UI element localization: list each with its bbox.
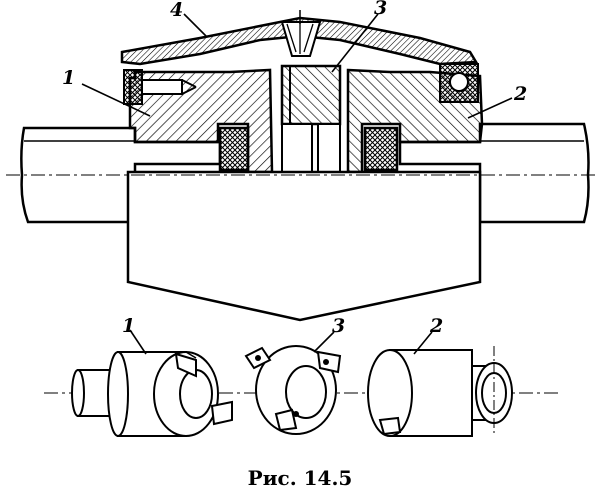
seal-right [439, 63, 479, 103]
lower-housing [126, 170, 482, 322]
section-view: 1 2 3 4 [6, 0, 596, 322]
exploded-callout-3: 3 [332, 315, 345, 337]
callout-4: 4 [170, 0, 183, 21]
exploded-leader-lines [129, 329, 433, 355]
exploded-view: 1 3 2 [44, 315, 560, 437]
exploded-callout-1: 1 [122, 315, 135, 337]
exploded-callout-2: 2 [429, 315, 443, 337]
callout-3: 3 [374, 0, 387, 19]
bushing-right [363, 126, 399, 172]
part-2-half-coupling [367, 346, 513, 437]
left-shaft [20, 126, 222, 224]
part-1-half-coupling [71, 351, 233, 437]
callout-1: 1 [62, 67, 75, 89]
part-3-insert [244, 345, 342, 435]
figure-caption: Рис. 14.5 [248, 466, 353, 490]
callout-2: 2 [513, 83, 527, 105]
leader-lines [81, 13, 513, 119]
seal-left [123, 69, 197, 105]
central-insert [280, 64, 342, 175]
bushing-left [218, 126, 250, 172]
